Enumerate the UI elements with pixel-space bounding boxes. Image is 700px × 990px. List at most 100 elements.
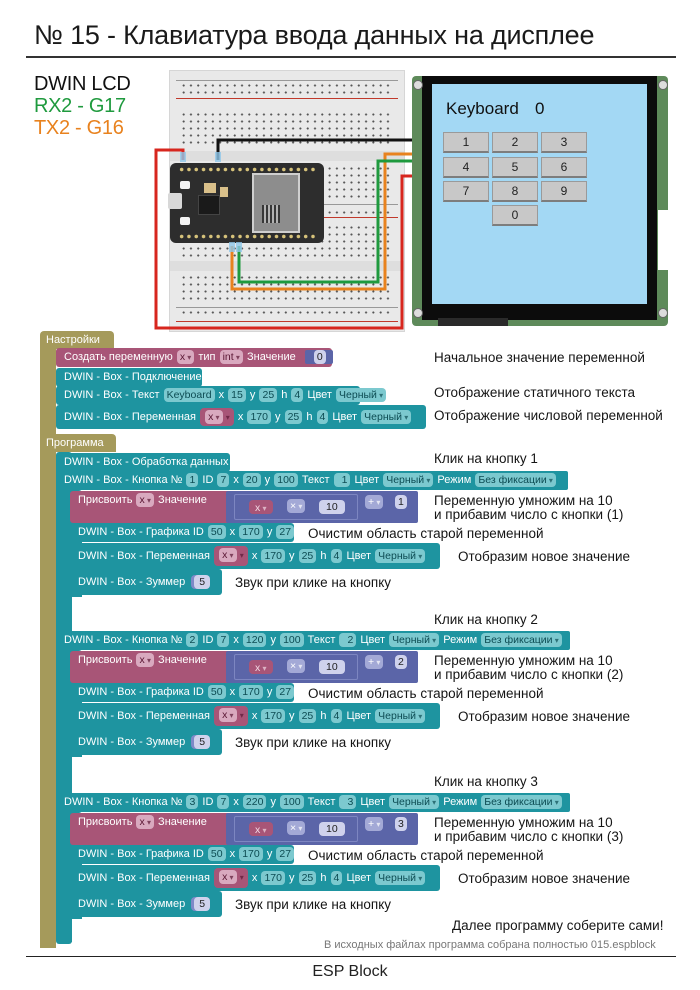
x-field[interactable]: 170 xyxy=(239,525,263,540)
key-5[interactable]: 5 xyxy=(492,157,538,178)
graphic-id-field[interactable]: 50 xyxy=(207,685,226,700)
variable-dropdown[interactable]: x xyxy=(176,350,195,365)
math-expression-block[interactable]: x × 10 + 3 xyxy=(226,813,418,845)
buzzer-duration-field[interactable]: 5 xyxy=(194,897,211,912)
x-field[interactable]: 20 xyxy=(242,473,261,488)
assign-block[interactable]: Присвоить x Значение xyxy=(70,651,234,683)
graphic-id-field[interactable]: 50 xyxy=(207,847,226,862)
x-field[interactable]: 170 xyxy=(239,685,263,700)
y-field[interactable]: 100 xyxy=(280,795,304,810)
color-dropdown[interactable]: Черный xyxy=(375,871,426,886)
variable-display-block[interactable]: DWIN - Box - Переменная x x 170 y 25 h 4… xyxy=(56,405,426,429)
multiply-operator-dropdown[interactable]: × xyxy=(287,821,306,835)
y-field[interactable]: 25 xyxy=(298,549,317,564)
variable-dropdown[interactable]: x xyxy=(249,822,273,836)
buzzer-block[interactable]: DWIN - Box - Зуммер 5 xyxy=(70,569,222,595)
color-dropdown[interactable]: Черный xyxy=(389,633,440,648)
graphic-block[interactable]: DWIN - Box - Графика ID 50 x 170 y 27 xyxy=(70,683,295,702)
mode-dropdown[interactable]: Без фиксации xyxy=(481,633,562,648)
buzzer-duration-field[interactable]: 5 xyxy=(194,575,211,590)
y-field[interactable]: 25 xyxy=(298,709,317,724)
variable-dropdown[interactable]: x xyxy=(205,410,223,425)
initial-value-field[interactable]: 0 xyxy=(313,350,326,365)
y-field[interactable]: 27 xyxy=(276,525,295,540)
key-0[interactable]: 0 xyxy=(492,205,538,226)
key-6[interactable]: 6 xyxy=(541,157,587,178)
buzzer-block[interactable]: DWIN - Box - Зуммер 5 xyxy=(70,729,222,755)
variable-dropdown[interactable]: x xyxy=(136,493,154,508)
key-8[interactable]: 8 xyxy=(492,181,538,202)
multiplier-field[interactable]: 10 xyxy=(319,660,345,674)
x-field[interactable]: 15 xyxy=(228,388,246,403)
x-field[interactable]: 170 xyxy=(247,410,271,425)
create-variable-block[interactable]: Создать переменную x тип int Значение 0 xyxy=(56,348,333,367)
color-dropdown[interactable]: Черный xyxy=(389,795,440,810)
h-field[interactable]: 4 xyxy=(330,709,343,724)
y-field[interactable]: 100 xyxy=(274,473,298,488)
id-field[interactable]: 7 xyxy=(217,473,230,488)
color-dropdown[interactable]: Черный xyxy=(361,410,412,425)
process-data-block[interactable]: DWIN - Box - Обработка данных xyxy=(56,453,230,472)
variable-display-block[interactable]: DWIN - Box - Переменная x x 170 y 25 h 4… xyxy=(70,703,440,729)
setup-hat-block[interactable]: Настройки xyxy=(40,331,114,349)
variable-display-block[interactable]: DWIN - Box - Переменная x x 170 y 25 h 4… xyxy=(70,543,440,569)
connect-block[interactable]: DWIN - Box - Подключение xyxy=(56,368,202,387)
mode-dropdown[interactable]: Без фиксации xyxy=(481,795,562,810)
h-field[interactable]: 4 xyxy=(330,549,343,564)
math-expression-block[interactable]: x × 10 + 2 xyxy=(226,651,418,683)
graphic-id-field[interactable]: 50 xyxy=(207,525,226,540)
button-text-field[interactable]: 2 xyxy=(339,633,357,648)
button-handler-block[interactable]: DWIN - Box - Кнопка № 1 ID 7 x 20 y 100 … xyxy=(56,471,568,490)
button-text-field[interactable]: 1 xyxy=(333,473,351,488)
x-field[interactable]: 120 xyxy=(242,633,267,648)
h-field[interactable]: 4 xyxy=(291,388,304,403)
button-text-field[interactable]: 3 xyxy=(339,795,357,810)
variable-dropdown[interactable]: x xyxy=(219,708,237,723)
x-field[interactable]: 170 xyxy=(261,549,285,564)
h-field[interactable]: 4 xyxy=(316,410,329,425)
assign-block[interactable]: Присвоить x Значение xyxy=(70,491,234,523)
y-field[interactable]: 25 xyxy=(284,410,303,425)
button-number-field[interactable]: 2 xyxy=(186,633,199,648)
color-dropdown[interactable]: Черный xyxy=(383,473,434,488)
addend-field[interactable]: 3 xyxy=(395,817,407,831)
text-field[interactable]: Keyboard xyxy=(163,388,215,403)
key-2[interactable]: 2 xyxy=(492,132,538,153)
y-field[interactable]: 25 xyxy=(259,388,278,403)
color-dropdown[interactable]: Черный xyxy=(375,709,426,724)
button-handler-block[interactable]: DWIN - Box - Кнопка № 3 ID 7 x 220 y 100… xyxy=(56,793,570,812)
key-7[interactable]: 7 xyxy=(443,181,489,202)
y-field[interactable]: 27 xyxy=(276,847,295,862)
variable-dropdown[interactable]: x xyxy=(136,815,154,830)
variable-dropdown[interactable]: x xyxy=(249,500,273,514)
variable-dropdown[interactable]: x xyxy=(219,548,237,563)
x-field[interactable]: 170 xyxy=(261,871,285,886)
y-field[interactable]: 25 xyxy=(298,871,317,886)
button-number-field[interactable]: 1 xyxy=(186,473,199,488)
multiply-operator-dropdown[interactable]: × xyxy=(287,659,306,673)
multiplier-field[interactable]: 10 xyxy=(319,822,345,836)
addend-field[interactable]: 1 xyxy=(395,495,407,509)
assign-block[interactable]: Присвоить x Значение xyxy=(70,813,234,845)
variable-display-block[interactable]: DWIN - Box - Переменная x x 170 y 25 h 4… xyxy=(70,865,440,891)
color-dropdown[interactable]: Черный xyxy=(375,549,426,564)
y-field[interactable]: 27 xyxy=(276,685,295,700)
x-field[interactable]: 170 xyxy=(261,709,285,724)
color-dropdown[interactable]: Черный xyxy=(336,388,387,403)
id-field[interactable]: 7 xyxy=(217,795,230,810)
key-9[interactable]: 9 xyxy=(541,181,587,202)
buzzer-block[interactable]: DWIN - Box - Зуммер 5 xyxy=(70,891,222,917)
program-hat-block[interactable]: Программа xyxy=(40,434,116,452)
id-field[interactable]: 7 xyxy=(217,633,230,648)
variable-dropdown[interactable]: x xyxy=(219,870,237,885)
type-dropdown[interactable]: int xyxy=(219,350,243,365)
mode-dropdown[interactable]: Без фиксации xyxy=(475,473,556,488)
variable-dropdown[interactable]: x xyxy=(136,653,154,668)
variable-dropdown[interactable]: x xyxy=(249,660,273,674)
math-expression-block[interactable]: x × 10 + 1 xyxy=(226,491,418,523)
multiplier-field[interactable]: 10 xyxy=(319,500,345,514)
x-field[interactable]: 170 xyxy=(239,847,263,862)
key-3[interactable]: 3 xyxy=(541,132,587,153)
button-number-field[interactable]: 3 xyxy=(186,795,199,810)
add-operator-dropdown[interactable]: + xyxy=(365,655,384,669)
